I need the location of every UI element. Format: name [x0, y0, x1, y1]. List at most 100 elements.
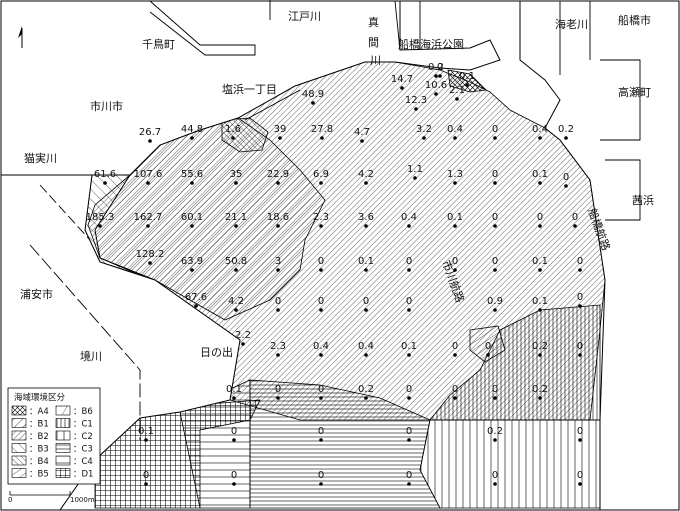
- sample-point-dot: [538, 396, 542, 400]
- place-funabashi: 船橋市: [618, 13, 651, 27]
- legend-code: ：C3: [73, 445, 93, 455]
- north-arrow-icon: [18, 26, 23, 48]
- sample-point-dot: [148, 261, 152, 265]
- sample-point-dot: [538, 353, 542, 357]
- sample-point-dot: [232, 438, 236, 442]
- sample-value: 0: [318, 296, 324, 307]
- sample-value: 0: [452, 256, 458, 267]
- sample-point-dot: [407, 353, 411, 357]
- legend-code: ：B4: [29, 457, 49, 467]
- sample-point-dot: [453, 136, 457, 140]
- sample-point-dot: [190, 181, 194, 185]
- sample-point-dot: [413, 176, 417, 180]
- sample-point-dot: [578, 482, 582, 486]
- sample-point-dot: [407, 268, 411, 272]
- sample-value: 61.6: [94, 169, 116, 180]
- legend-swatch: [11, 455, 27, 466]
- sample-point-dot: [190, 136, 194, 140]
- sample-point-dot: [276, 353, 280, 357]
- sample-point-dot: [232, 396, 236, 400]
- sample-point-dot: [234, 224, 238, 228]
- legend-swatch: [55, 418, 71, 428]
- sample-value: 0: [318, 470, 324, 481]
- sample-point-dot: [493, 136, 497, 140]
- legend-code: ：B1: [29, 420, 49, 430]
- sample-point-dot: [364, 308, 368, 312]
- sample-value: 6.9: [313, 169, 329, 180]
- sample-point-dot: [538, 308, 542, 312]
- sample-point-dot: [319, 308, 323, 312]
- place-ma: 真: [368, 15, 379, 29]
- sample-value: 1.3: [447, 169, 463, 180]
- legend-code: ：C4: [73, 457, 93, 467]
- sample-point-dot: [319, 482, 323, 486]
- sample-value: 22.9: [267, 169, 289, 180]
- sample-value: 0: [452, 341, 458, 352]
- place-chidori: 千鳥町: [142, 37, 175, 51]
- scale-zero: 0: [8, 496, 12, 504]
- sample-point-dot: [407, 438, 411, 442]
- legend-code: ：B6: [73, 407, 93, 417]
- place-ichikawa: 市川市: [90, 99, 123, 113]
- sample-value: 0.1: [532, 296, 548, 307]
- legend-swatch: [55, 455, 71, 466]
- zone-a4-park: [447, 69, 487, 93]
- sample-point-dot: [455, 97, 459, 101]
- sea-zones: [84, 61, 606, 509]
- sample-point-dot: [493, 482, 497, 486]
- sample-value: 35: [230, 169, 243, 180]
- place-nekozane: 猫実川: [24, 151, 57, 165]
- sample-value: 21.1: [225, 212, 247, 223]
- sample-point-dot: [319, 224, 323, 228]
- sample-point-dot: [232, 482, 236, 486]
- sample-value: 0: [577, 256, 583, 267]
- sample-value: 0.2: [532, 341, 548, 352]
- sample-point-dot: [407, 224, 411, 228]
- sample-point-dot: [234, 181, 238, 185]
- sample-value: 67.6: [185, 292, 207, 303]
- legend-swatch: [11, 418, 27, 428]
- sample-value: 0.2: [487, 426, 503, 437]
- sample-point-dot: [493, 224, 497, 228]
- sample-point-dot: [400, 86, 404, 90]
- sample-point-dot: [148, 139, 152, 143]
- sample-point-dot: [453, 181, 457, 185]
- sample-value: 0: [406, 256, 412, 267]
- sample-point-dot: [190, 224, 194, 228]
- place-shiohama: 塩浜一丁目: [222, 82, 277, 96]
- sample-point-dot: [453, 268, 457, 272]
- sample-value: 0.9: [487, 296, 503, 307]
- sample-value: 128.2: [136, 249, 165, 260]
- sample-point-dot: [434, 92, 438, 96]
- sample-value: 0: [231, 470, 237, 481]
- legend: 海域環境区分 ：A4：B6：B1：C1：B2：C2：B3：C3：B4：C4：B5…: [7, 387, 101, 485]
- legend-swatch: [11, 430, 27, 441]
- sample-value: 0: [363, 296, 369, 307]
- legend-swatch: [55, 468, 71, 478]
- sample-value: 0: [231, 426, 237, 437]
- sample-point-dot: [414, 107, 418, 111]
- sample-point-dot: [407, 482, 411, 486]
- sample-value: 0.1: [447, 212, 463, 223]
- sample-value: 0: [492, 470, 498, 481]
- legend-code: ：B2: [29, 432, 49, 442]
- sample-point-dot: [190, 268, 194, 272]
- sample-value: 0: [577, 426, 583, 437]
- sample-point-dot: [231, 136, 235, 140]
- sample-value: 4.2: [358, 169, 374, 180]
- zone-c2-bottom: [419, 419, 601, 509]
- sample-value: 2.2: [235, 330, 251, 341]
- sample-point-dot: [276, 268, 280, 272]
- sample-value: 0: [537, 212, 543, 223]
- legend-items: ：A4：B6：B1：C1：B2：C2：B3：C3：B4：C4：B5：D1: [11, 405, 93, 480]
- legend-swatch: [11, 405, 27, 416]
- sample-point-dot: [564, 136, 568, 140]
- scale-bar: 0 1000m: [8, 491, 95, 504]
- sample-point-dot: [320, 136, 324, 140]
- sample-point-dot: [364, 396, 368, 400]
- place-ma2: 間: [368, 36, 379, 49]
- sample-value: 0: [318, 384, 324, 395]
- sample-point-dot: [146, 181, 150, 185]
- sample-value: 26.7: [139, 127, 161, 138]
- sample-point-dot: [434, 74, 438, 78]
